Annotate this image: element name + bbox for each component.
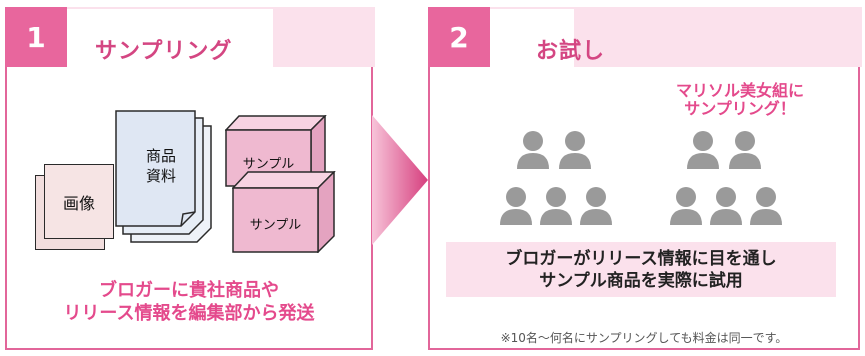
person-icon (710, 187, 742, 225)
person-icon (540, 187, 572, 225)
step-panel-trial: 2 お試し マリソル美女組に サンプリング！ ブロガーがリリース情報に目を通し … (428, 7, 862, 350)
caption-line: リリース情報を編集部から発送 (63, 303, 315, 324)
arrow-icon (372, 115, 428, 245)
person-icon (559, 131, 591, 169)
step-number-badge: 1 (5, 7, 67, 67)
doc-label-line: 商品 (145, 147, 176, 165)
step-number-badge: 2 (428, 7, 490, 67)
person-icon (729, 131, 761, 169)
box-icon (232, 171, 336, 253)
person-group-right (670, 131, 782, 225)
person-icon (500, 187, 532, 225)
pricing-note: ※10名～何名にサンプリングしても料金は同一です。 (500, 331, 788, 345)
person-icon (750, 187, 782, 225)
person-group-left (500, 131, 612, 225)
caption-line: ブロガーに貴社商品や (99, 280, 279, 301)
panel-title: お試し (536, 39, 606, 64)
panel-caption: ブロガーに貴社商品や リリース情報を編集部から発送 (7, 279, 371, 325)
person-icon (517, 131, 549, 169)
box-label: サンプル (242, 157, 295, 172)
highlight-line: サンプリング！ (684, 99, 796, 118)
person-icon (687, 131, 719, 169)
doc-label-line: 資料 (145, 167, 176, 185)
panel-title: サンプリング (95, 39, 233, 64)
document-icon (115, 110, 212, 243)
image-label: 画像 (62, 193, 95, 213)
header-band-white (67, 9, 273, 69)
message-line: ブロガーがリリース情報に目を通し (505, 248, 777, 269)
message-line: サンプル商品を実際に試用 (539, 270, 743, 291)
person-icon (670, 187, 702, 225)
document-label: 商品 資料 (131, 146, 191, 186)
message-box: ブロガーがリリース情報に目を通し サンプル商品を実際に試用 (446, 242, 836, 297)
highlight-line: マリソル美女組に (675, 81, 804, 100)
highlight-text: マリソル美女組に サンプリング！ (630, 82, 850, 118)
header-band-white (490, 9, 574, 69)
person-icon (580, 187, 612, 225)
image-card-icon: 画像 (44, 164, 114, 239)
box-label: サンプル (249, 218, 302, 233)
step-panel-sampling: 1 サンプリング 画像 商品 資料 サンプル サンプル ブロガーに貴社商品や リ… (5, 7, 375, 350)
